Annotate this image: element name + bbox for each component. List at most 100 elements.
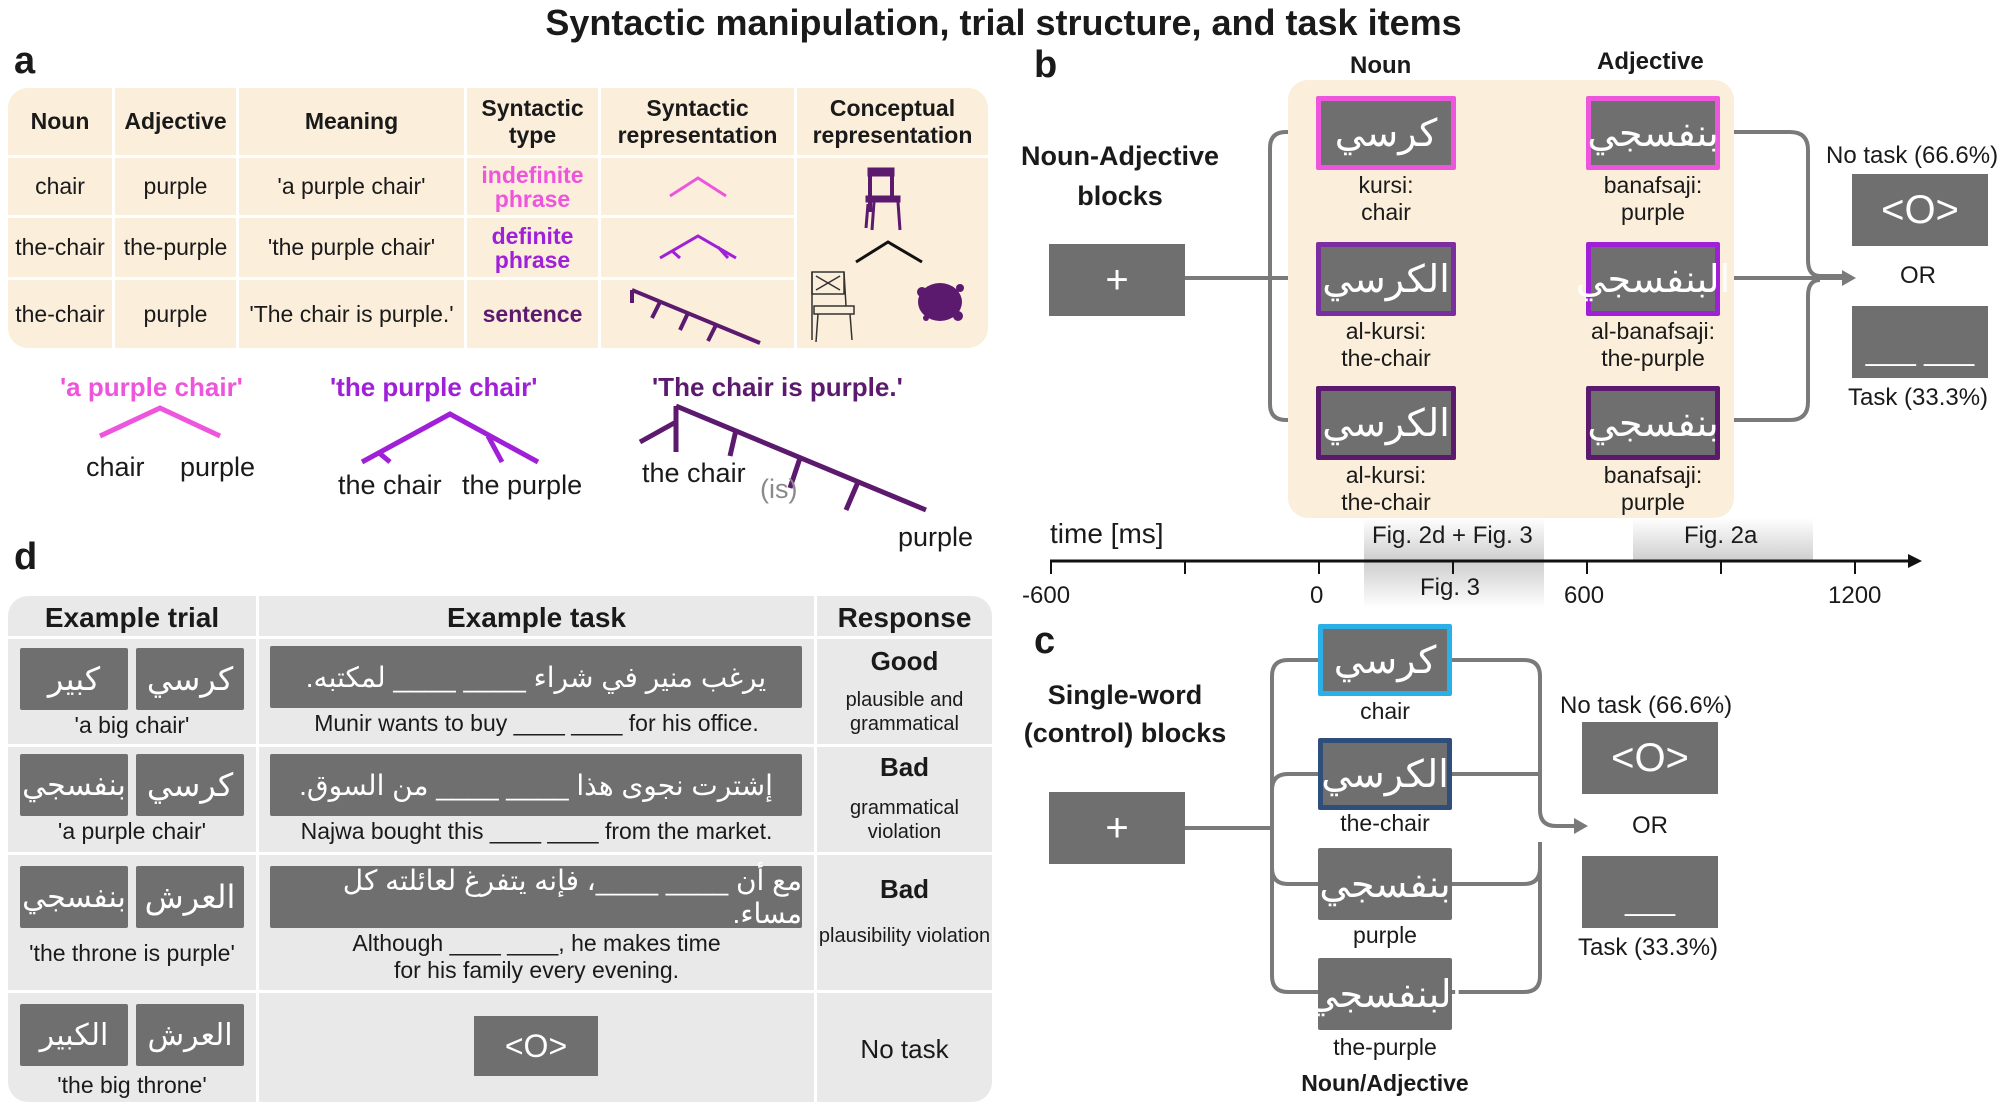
adj-word-box-1: بنفسجي: [1586, 96, 1720, 170]
single-word-box-3: بنفسجي: [1318, 848, 1452, 920]
trial2-gloss: 'a purple chair': [57, 818, 207, 844]
panel-c-arrows: [1185, 658, 1574, 994]
window2-label: Fig. 2a: [1684, 522, 1758, 549]
noun-cap-2: al-kursi:the-chair: [1341, 318, 1431, 371]
purple-chair-icon: [864, 167, 902, 231]
trial2-word-right: كرسي: [136, 754, 244, 816]
row1-adjective: purple: [143, 173, 208, 199]
fixation-box-b: +: [1049, 244, 1185, 316]
panel-a-table-bg: [8, 88, 988, 348]
or-label-c: OR: [1632, 812, 1668, 839]
tree3-title: 'The chair is purple.': [652, 372, 903, 402]
resp1-sub: plausible and grammatical: [845, 689, 964, 735]
single-word-box-4: البنفسجي: [1308, 958, 1462, 1030]
noun-word-box-3: الكرسي: [1316, 386, 1456, 460]
noun-cap-3: al-kursi:the-chair: [1341, 462, 1431, 515]
or-label-b: OR: [1900, 262, 1936, 289]
trial1-gloss: 'a big chair': [74, 712, 190, 738]
purple-blot-icon: [917, 283, 964, 321]
adj-cap-2: al-banafsaji:the-purple: [1590, 318, 1716, 371]
tree1-left: chair: [86, 452, 145, 482]
header-noun: Noun: [30, 108, 90, 134]
row1-noun: chair: [35, 173, 85, 199]
tree-definite: [360, 411, 540, 465]
header-syntactic-type: Syntactic type: [481, 94, 584, 148]
trial3-gloss: 'the throne is purple': [29, 940, 235, 966]
single-word-gloss-3: purple: [1353, 922, 1417, 948]
time-axis-label: time [ms]: [1050, 518, 1164, 549]
window1-label: Fig. 2d + Fig. 3: [1372, 522, 1533, 549]
task-label-b: Task (33.3%): [1848, 384, 1989, 411]
fixation-box-c: +: [1049, 792, 1185, 864]
tree-indefinite: [98, 405, 222, 439]
row1-type: indefinite phrase: [481, 161, 584, 212]
header-adjective: Adjective: [124, 108, 227, 134]
trial4-gloss: 'the big throne': [57, 1072, 207, 1098]
noun-adjective-footer: Noun/Adjective: [1301, 1070, 1469, 1096]
panel-a-letter: a: [14, 40, 36, 82]
tree-sentence: [638, 403, 927, 513]
no-task-label-b: No task (66.6%): [1826, 142, 1999, 169]
adj-word-box-3: بنفسجي: [1586, 386, 1720, 460]
trial1-word-right: كرسي: [136, 648, 244, 710]
task2-arabic: إشترت نجوى هذا ____ ____ من السوق.: [270, 754, 802, 816]
row3-adjective: purple: [143, 300, 208, 327]
header-response: Response: [837, 602, 972, 633]
row2-adjective: the-purple: [123, 234, 228, 260]
row3-noun: the-chair: [15, 300, 105, 327]
trial4-word-left: الكبير: [20, 1004, 128, 1066]
tree2-right: the purple: [462, 470, 583, 500]
window3-label: Fig. 3: [1420, 574, 1481, 601]
trial3-word-right: العرش: [136, 866, 244, 928]
window-fig2d-fig3-shade: [1364, 518, 1544, 560]
column-noun-label: Noun: [1350, 52, 1412, 79]
adj-cap-3: banafsaji:purple: [1603, 462, 1703, 515]
tick-neg600: -600: [1022, 582, 1071, 609]
single-word-box-1: كرسي: [1318, 624, 1452, 696]
small-tree-sentence: [630, 288, 761, 345]
task-label-c: Task (33.3%): [1578, 934, 1719, 961]
tick-600: 600: [1564, 582, 1605, 609]
conceptual-tree: [855, 240, 923, 264]
panel-c-letter: c: [1034, 620, 1056, 662]
panel-b-letter: b: [1034, 44, 1058, 86]
noun-cap-1: kursi:chair: [1358, 172, 1414, 225]
tree3-right: purple: [898, 522, 974, 552]
task1-arabic: يرغب منير في شراء ____ ____ لمكتبه.: [270, 646, 802, 708]
resp2-sub: grammatical violation: [850, 797, 959, 843]
trial2-word-left: بنفسجي: [20, 754, 128, 816]
header-meaning: Meaning: [304, 108, 399, 134]
noun-adjective-blocks-label: Noun-Adjective blocks: [1020, 141, 1220, 211]
row1-meaning: 'a purple chair': [277, 173, 426, 199]
row2-noun: the-chair: [15, 234, 105, 260]
trial4-word-right: العرش: [136, 1004, 244, 1066]
resp3-sub: plausibility violation: [818, 925, 991, 947]
noun-word-box-1: كرسي: [1316, 96, 1456, 170]
column-adjective-label: Adjective: [1597, 48, 1704, 75]
task3-arabic: مع أن ____ ____، فإنه يتفرغ لعائلته كل م…: [270, 865, 802, 929]
no-task-label-c: No task (66.6%): [1560, 692, 1733, 719]
task-box-c: ___: [1582, 856, 1718, 928]
single-word-box-2: الكرسي: [1318, 738, 1452, 810]
resp4: No task: [860, 1034, 949, 1064]
header-conceptual-representation: Conceptual representation: [812, 94, 973, 148]
panel-d-letter: d: [14, 536, 38, 578]
header-syntactic-representation: Syntactic representation: [617, 94, 778, 148]
time-ticks: [1050, 561, 1856, 574]
tree2-left: the chair: [338, 470, 442, 500]
trial3-word-left: بنفسجي: [20, 866, 128, 928]
row3-meaning: 'The chair is purple.': [249, 300, 454, 327]
tree2-title: 'the purple chair': [330, 372, 538, 402]
tree3-mid: (is): [760, 474, 798, 504]
task4-no-task-box: <O>: [474, 1016, 598, 1076]
sketch-chair-icon: [811, 271, 855, 343]
small-tree-definite: [659, 234, 737, 260]
header-example-trial: Example trial: [44, 602, 220, 633]
task-box-b: ___ ___: [1852, 306, 1988, 378]
row3-type: sentence: [482, 300, 583, 327]
noun-word-box-2: الكرسي: [1316, 242, 1456, 316]
no-task-box-c: <O>: [1582, 722, 1718, 794]
task2-english: Najwa bought this ____ ____ from the mar…: [300, 818, 773, 844]
